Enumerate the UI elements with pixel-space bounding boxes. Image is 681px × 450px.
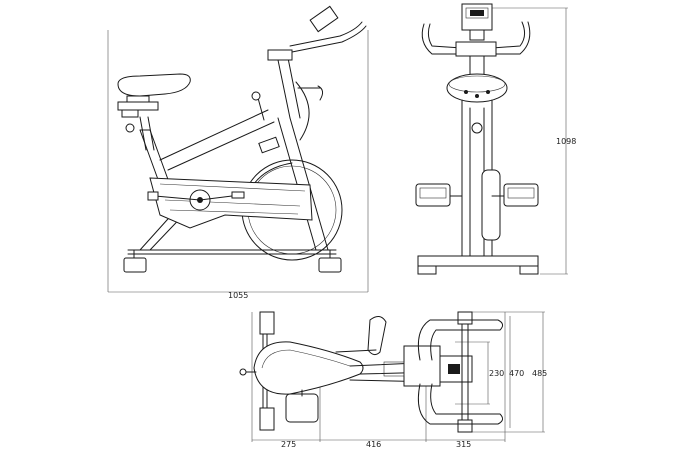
dimension-top-front-section: 315 [456, 440, 471, 449]
dimension-top-width-outer: 485 [532, 369, 547, 378]
dimension-top-middle-section: 416 [366, 440, 381, 449]
dimension-side-length: 1055 [228, 291, 248, 300]
dimension-top-seat-section: 275 [281, 440, 296, 449]
top-view [239, 311, 545, 442]
dimension-top-width-inner: 230 [489, 369, 504, 378]
front-view [415, 3, 568, 275]
dimension-front-height: 1098 [556, 137, 576, 146]
dimension-top-width-middle: 470 [509, 369, 524, 378]
side-view [107, 5, 369, 293]
